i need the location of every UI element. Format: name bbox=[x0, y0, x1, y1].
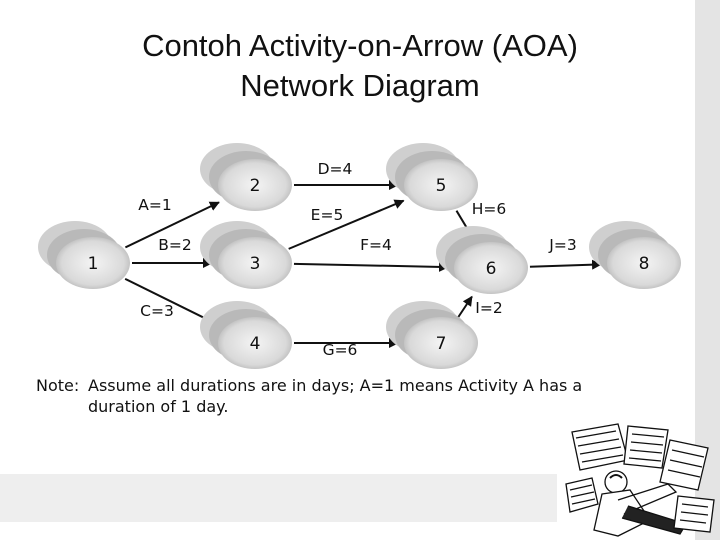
diagram-note: Note: Assume all durations are in days; … bbox=[36, 375, 656, 417]
node-label: 4 bbox=[250, 334, 261, 354]
event-node-7: 7 bbox=[386, 301, 478, 369]
event-node-3: 3 bbox=[200, 221, 292, 289]
arrow-line bbox=[457, 295, 473, 319]
node-label: 8 bbox=[639, 254, 650, 274]
office-worker-clipart-icon bbox=[565, 423, 715, 537]
activity-label: A=1 bbox=[138, 196, 171, 214]
activity-arrow-1-3: B=2 bbox=[132, 236, 213, 268]
node-label: 6 bbox=[486, 259, 497, 279]
activity-label: J=3 bbox=[548, 236, 576, 254]
title-line-1: Contoh Activity-on-Arrow (AOA) bbox=[142, 28, 578, 63]
edges-layer: A=1B=2C=3 D=4E=5F=4G=6 H=6I=2 J=3 bbox=[124, 160, 603, 359]
node-label: 2 bbox=[250, 176, 261, 196]
activity-arrow-1-2: A=1 bbox=[124, 196, 220, 249]
node-face bbox=[454, 242, 528, 294]
slide-title: Contoh Activity-on-Arrow (AOA) Network D… bbox=[0, 26, 720, 106]
node-face bbox=[607, 237, 681, 289]
node-label: 7 bbox=[436, 334, 447, 354]
activity-arrow-6-8: J=3 bbox=[529, 236, 603, 270]
activity-arrow-3-5: E=5 bbox=[288, 199, 405, 250]
activity-label: E=5 bbox=[311, 206, 344, 224]
note-line-1: Assume all durations are in days; A=1 me… bbox=[88, 376, 583, 395]
activity-label: G=6 bbox=[323, 341, 358, 359]
activity-arrow-3-6: F=4 bbox=[293, 236, 450, 272]
event-node-2: 2 bbox=[200, 143, 292, 211]
arrow-line bbox=[124, 201, 220, 249]
activity-label: F=4 bbox=[360, 236, 392, 254]
event-node-6: 6 bbox=[436, 226, 528, 294]
node-face bbox=[56, 237, 130, 289]
activity-label: B=2 bbox=[158, 236, 191, 254]
node-face bbox=[404, 317, 478, 369]
nodes-layer: 1 2 3 4 5 6 7 8 bbox=[38, 143, 681, 369]
node-label: 5 bbox=[436, 176, 447, 196]
event-node-1: 1 bbox=[38, 221, 130, 289]
activity-label: D=4 bbox=[318, 160, 353, 178]
arrow-line bbox=[288, 199, 405, 250]
activity-arrow-7-6: I=2 bbox=[457, 295, 503, 319]
node-face bbox=[218, 159, 292, 211]
node-label: 1 bbox=[88, 254, 99, 274]
arrow-line bbox=[293, 261, 450, 272]
activity-arrow-2-5: D=4 bbox=[294, 160, 399, 190]
activity-arrow-4-7: G=6 bbox=[294, 338, 399, 359]
activity-label: H=6 bbox=[472, 200, 507, 218]
arrow-line bbox=[529, 259, 603, 270]
event-node-4: 4 bbox=[200, 301, 292, 369]
node-label: 3 bbox=[250, 254, 261, 274]
event-node-5: 5 bbox=[386, 143, 478, 211]
event-node-8: 8 bbox=[589, 221, 681, 289]
node-face bbox=[404, 159, 478, 211]
activity-label: I=2 bbox=[475, 299, 502, 317]
note-key: Note: bbox=[36, 376, 80, 395]
slide-bottom-band bbox=[0, 474, 557, 522]
activity-label: C=3 bbox=[140, 302, 174, 320]
node-face bbox=[218, 237, 292, 289]
note-line-2: duration of 1 day. bbox=[88, 397, 229, 416]
title-line-2: Network Diagram bbox=[240, 68, 480, 103]
node-face bbox=[218, 317, 292, 369]
